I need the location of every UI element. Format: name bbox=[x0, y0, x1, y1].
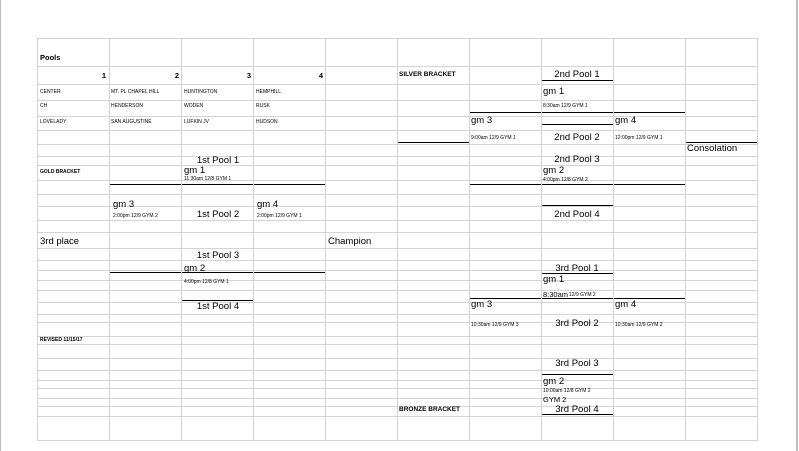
bronze-gm3-label: gm 3 bbox=[471, 299, 493, 310]
gold-gm3-time: 2:00pm 12/9 GYM 2 bbox=[113, 213, 158, 219]
bronze-gm2-gym: GYM 2 bbox=[543, 395, 567, 404]
gold-gm3-label: gm 3 bbox=[113, 199, 135, 210]
bronze-seed-3: 3rd Pool 3 bbox=[555, 358, 599, 369]
pool-cell: WODEN bbox=[184, 103, 204, 109]
pool-cell: MT. PL CHAPEL HILL bbox=[111, 89, 160, 95]
gridline-vertical bbox=[541, 38, 542, 440]
bracket-line bbox=[685, 142, 758, 143]
gridline-vertical bbox=[181, 38, 182, 440]
pool-cell: CH bbox=[40, 103, 48, 109]
bronze-seed-2: 3rd Pool 2 bbox=[555, 318, 599, 329]
pool-cell: LOVELADY bbox=[40, 119, 67, 125]
pool-header-3: 3 bbox=[246, 71, 251, 80]
silver-gm4-label: gm 4 bbox=[615, 115, 637, 126]
pool-cell: HUNTINGTON bbox=[184, 89, 218, 95]
silver-gm2-time: 4:00pm 12/8 GYM 2 bbox=[543, 177, 588, 183]
bronze-gm4-label: gm 4 bbox=[615, 299, 637, 310]
silver-seed-2: 2nd Pool 2 bbox=[554, 132, 600, 143]
bracket-line bbox=[181, 300, 254, 301]
gold-seed-3: 1st Pool 3 bbox=[196, 250, 240, 261]
silver-gm3-label: gm 3 bbox=[471, 115, 493, 126]
silver-seed-3: 2nd Pool 3 bbox=[554, 154, 600, 165]
bracket-line bbox=[469, 112, 686, 113]
bracket-line bbox=[541, 273, 614, 274]
silver-gm2-label: gm 2 bbox=[543, 165, 565, 176]
bronze-gm3-time: 10:30am 12/9 GYM 3 bbox=[471, 322, 519, 328]
bracket-line bbox=[541, 205, 614, 206]
pool-header-2: 2 bbox=[174, 71, 179, 80]
bronze-gm2-time: 10:00am 12/8 GYM 2 bbox=[543, 388, 591, 394]
bronze-gm1-label: gm 1 bbox=[543, 274, 565, 285]
gold-seed-2: 1st Pool 2 bbox=[196, 209, 240, 220]
revised-note: REVISED 11/15/17 bbox=[40, 337, 83, 343]
gridline-vertical bbox=[109, 38, 110, 440]
bronze-seed-1: 3rd Pool 1 bbox=[555, 263, 599, 274]
third-place-label: 3rd place bbox=[40, 236, 80, 247]
pool-cell: RUSK bbox=[256, 103, 270, 109]
silver-gm4-time: 12:00pm 12/9 GYM 1 bbox=[615, 135, 663, 141]
window-edge-left bbox=[0, 0, 1, 451]
bracket-line bbox=[109, 184, 326, 185]
pool-header-4: 4 bbox=[318, 71, 323, 80]
pool-cell: HENDERSON bbox=[111, 103, 143, 109]
champion-label: Champion bbox=[328, 236, 372, 247]
bronze-gm4-time: 10:30am 12/9 GYM 2 bbox=[615, 322, 663, 328]
bracket-line bbox=[109, 272, 326, 273]
bracket-line bbox=[541, 124, 614, 125]
gold-gm1-label: gm 1 bbox=[184, 165, 206, 176]
bronze-seed-4: 3rd Pool 4 bbox=[555, 404, 599, 415]
bracket-line bbox=[541, 414, 614, 415]
pool-cell: HEMPHILL bbox=[256, 89, 282, 95]
window-edge-right bbox=[796, 0, 798, 451]
bracket-line bbox=[541, 80, 614, 81]
gridline-vertical bbox=[469, 38, 470, 440]
bracket-line bbox=[469, 184, 686, 185]
bracket-line bbox=[397, 142, 470, 143]
gridline-vertical bbox=[37, 38, 38, 440]
gold-seed-4: 1st Pool 4 bbox=[196, 301, 240, 312]
gold-gm2-time: 4:00pm 12/8 GYM 1 bbox=[184, 279, 229, 285]
silver-gm3-time: 9:00am 12/9 GYM 1 bbox=[471, 135, 516, 141]
gold-gm1-time: 11:30am 12/8 GYM 1 bbox=[184, 176, 232, 182]
silver-bracket-label: SILVER BRACKET bbox=[399, 71, 456, 78]
silver-gm1-label: gm 1 bbox=[543, 86, 565, 97]
pool-cell: HUDSON bbox=[256, 119, 278, 125]
bronze-gm2-label: gm 2 bbox=[543, 376, 565, 387]
silver-seed-4: 2nd Pool 4 bbox=[554, 209, 600, 220]
silver-gm1-time: 8:30am 12/9 GYM 1 bbox=[543, 103, 588, 109]
pools-title: Pools bbox=[40, 53, 61, 62]
gridline-vertical bbox=[325, 38, 326, 440]
gold-gm4-label: gm 4 bbox=[257, 199, 279, 210]
gridline-vertical bbox=[757, 38, 758, 440]
pool-cell: CENTER bbox=[40, 89, 61, 95]
pool-cell: LUFKIN JV bbox=[184, 119, 210, 125]
consolation-label: Consolation bbox=[687, 143, 738, 154]
bronze-gm1-time: 8:30am bbox=[543, 290, 569, 299]
bracket-line bbox=[541, 374, 614, 375]
gridline-vertical bbox=[253, 38, 254, 440]
gold-gm4-time: 2:00pm 12/9 GYM 1 bbox=[257, 213, 302, 219]
bracket-line bbox=[469, 298, 686, 299]
gridline-vertical bbox=[613, 38, 614, 440]
gridline-horizontal bbox=[37, 440, 758, 441]
gridline-vertical bbox=[685, 38, 686, 440]
pool-header-1: 1 bbox=[101, 71, 106, 80]
gold-seed-1: 1st Pool 1 bbox=[196, 155, 240, 166]
bronze-bracket-label: BRONZE BRACKET bbox=[399, 406, 461, 413]
bronze-gm1-date: 12/9 GYM 2 bbox=[569, 292, 596, 298]
gold-gm2-label: gm 2 bbox=[184, 263, 206, 274]
silver-seed-1: 2nd Pool 1 bbox=[554, 69, 600, 80]
gridline-vertical bbox=[397, 38, 398, 440]
gold-bracket-label: GOLD BRACKET bbox=[40, 169, 81, 175]
pool-cell: SAN AUGUSTINE bbox=[111, 119, 152, 125]
